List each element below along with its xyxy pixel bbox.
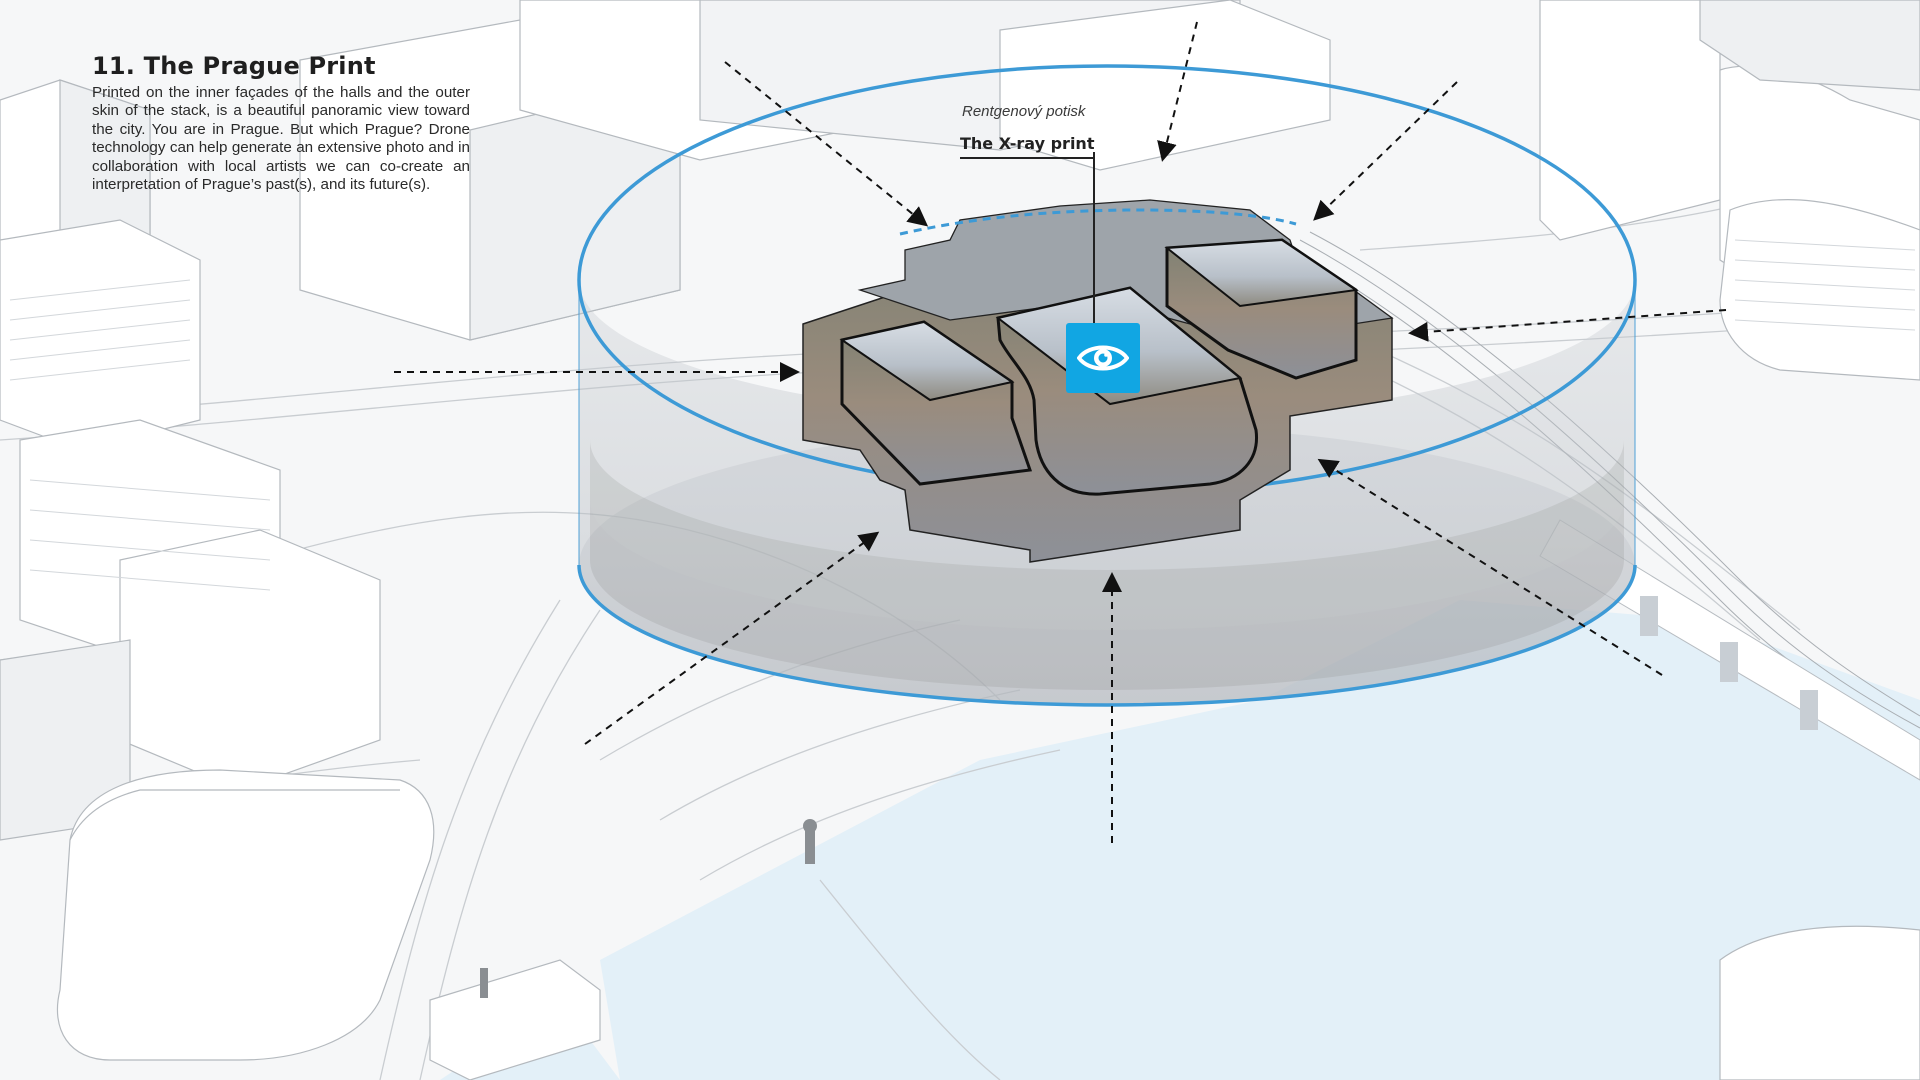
eye-icon (1066, 323, 1140, 393)
section-description: Printed on the inner façades of the hall… (92, 84, 470, 194)
statue-markers (480, 819, 817, 998)
callout-subtitle: Rentgenový potisk (962, 103, 1086, 120)
building-windows (9, 239, 1916, 591)
xray-print-callout: Rentgenový potisk The X-ray print (960, 103, 1180, 159)
callout-label: The X-ray print (960, 134, 1095, 159)
view-arrows (394, 21, 1727, 843)
section-title: 11. The Prague Print (92, 52, 376, 80)
intro-text-block: 11. The Prague Print Printed on the inne… (92, 52, 470, 194)
